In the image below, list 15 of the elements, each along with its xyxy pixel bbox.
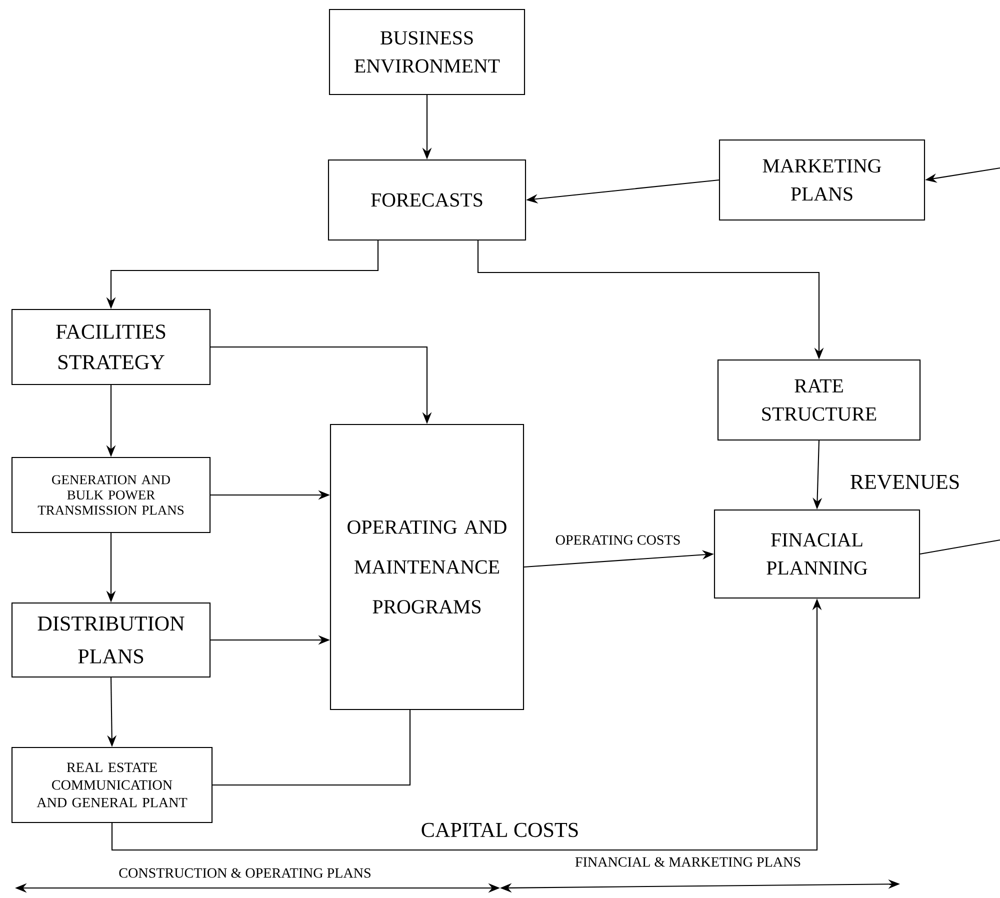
process-box: RATE STRUCTURE	[717, 359, 921, 441]
process-box: FACILITIES STRATEGY	[11, 308, 211, 386]
edge-label: REVENUES	[848, 474, 962, 490]
process-box: FORECASTS	[328, 159, 526, 241]
edge-label: CAPITAL COSTS	[420, 822, 580, 838]
span-label: FINANCIAL & MARKETING PLANS	[574, 856, 802, 868]
process-box: BUSINESS ENVIRONMENT	[328, 8, 526, 96]
process-box: REAL ESTATE COMMUNICATION AND GENERAL PLANT	[11, 746, 213, 824]
span-label: CONSTRUCTION & OPERATING PLANS	[117, 867, 373, 879]
process-box: MARKETING PLANS	[718, 139, 926, 221]
process-box: GENERATION AND BULK POWER TRANSMISSION PLANS	[11, 456, 211, 534]
edge-label: OPERATING COSTS	[554, 534, 682, 546]
process-box: DISTRIBUTION PLANS	[11, 602, 211, 678]
process-box: OPERATING AND MAINTENANCE PROGRAMS	[330, 424, 524, 710]
process-box: FINACIAL PLANNING	[714, 509, 920, 599]
